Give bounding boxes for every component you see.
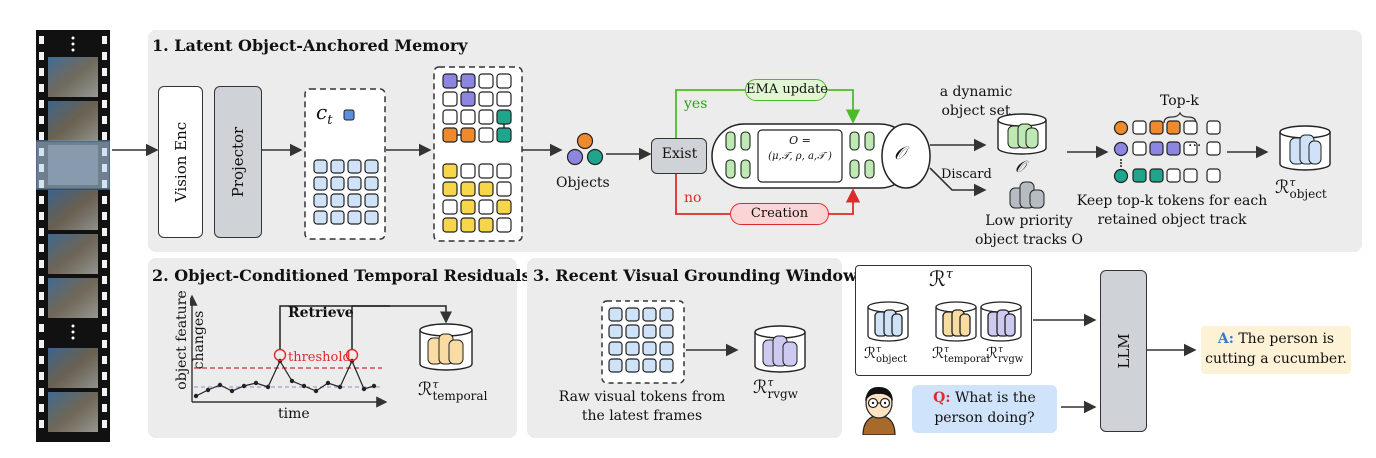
discard-label: Discard xyxy=(941,167,992,182)
ema-update-pill: EMA update xyxy=(745,79,828,101)
r-temporal-label: ℛτtemporal xyxy=(418,378,488,403)
r-tau-rvgw-label: ℛτrvgw xyxy=(986,344,1024,365)
dynamic-set-cylinder xyxy=(997,113,1047,155)
dynamic-set-label: a dynamic object set xyxy=(939,84,1013,119)
retrieve-to-cylinder-arrow xyxy=(352,305,452,324)
vision-encoder-block: Vision Enc xyxy=(158,86,203,238)
objects-cluster xyxy=(566,132,604,166)
topk-label: Top-k xyxy=(1160,93,1199,109)
question-prefix: Q: xyxy=(933,390,951,406)
r-tau-cylinders xyxy=(867,301,1022,342)
projector-label: Projector xyxy=(229,126,247,198)
answer-text: A: The person is cutting a cucumber. xyxy=(1205,331,1347,367)
question-bubble xyxy=(912,385,1057,433)
low-priority-tracks-icon xyxy=(1009,181,1045,209)
objects-label: Objects xyxy=(556,175,610,191)
llm-label: LLM xyxy=(1114,333,1133,369)
r-tau-temporal-label: ℛτtemporal xyxy=(932,344,990,365)
time-label: time xyxy=(278,406,310,422)
exist-label: Exist xyxy=(661,146,698,162)
object-token-grid xyxy=(433,66,523,242)
ct-symbol: ct xyxy=(316,100,333,128)
r-object-cylinder xyxy=(1279,125,1331,171)
dynamic-set-symbol: 𝒪 xyxy=(1015,157,1026,176)
topk-token-grid xyxy=(1113,120,1221,184)
r-object-label: ℛτobject xyxy=(1275,176,1327,201)
panel1-title: 1. Latent Object-Anchored Memory xyxy=(152,36,468,55)
r-temporal-cylinder xyxy=(419,323,473,371)
no-label: no xyxy=(684,190,702,206)
r-tau-label: ℛτ xyxy=(929,267,953,291)
llm-block: LLM xyxy=(1100,270,1147,432)
keep-topk-label: Keep top-k tokens for each retained obje… xyxy=(1076,193,1268,228)
object-memory-cylinder xyxy=(711,123,931,189)
panel3-title: 3. Recent Visual Grounding Window xyxy=(533,266,857,285)
creation-pill: Creation xyxy=(730,203,829,225)
object-set-symbol-cap: 𝒪 xyxy=(894,143,906,164)
object-set-equation: O = (μ,𝒯, ρ, a,𝒯 ) xyxy=(768,134,832,162)
yes-label: yes xyxy=(684,96,708,112)
question-text: Q: What is the person doing? xyxy=(933,390,1036,426)
feature-change-plot xyxy=(190,294,390,408)
ct-token-grid xyxy=(304,88,386,240)
raw-token-grid xyxy=(601,300,685,384)
projector-block: Projector xyxy=(214,86,262,238)
video-film-strip xyxy=(36,30,110,442)
topk-ellipsis: ... xyxy=(1188,134,1202,150)
retrieve-label: Retrieve xyxy=(288,305,354,321)
vision-encoder-label: Vision Enc xyxy=(171,121,190,203)
exist-check-block xyxy=(651,138,707,174)
r-rvgw-label: ℛτrvgw xyxy=(753,376,798,401)
person-avatar-icon xyxy=(862,386,896,435)
answer-bubble xyxy=(1201,326,1351,374)
answer-prefix: A: xyxy=(1217,331,1234,347)
low-priority-label: Low priority object tracks O xyxy=(974,213,1084,248)
threshold-label: threshold xyxy=(288,350,351,365)
r-rvgw-cylinder xyxy=(754,325,806,373)
r-tau-object-label: ℛτobject xyxy=(864,344,908,365)
raw-tokens-label: Raw visual tokens from the latest frames xyxy=(558,389,726,424)
panel2-title: 2. Object-Conditioned Temporal Residuals xyxy=(152,266,531,285)
